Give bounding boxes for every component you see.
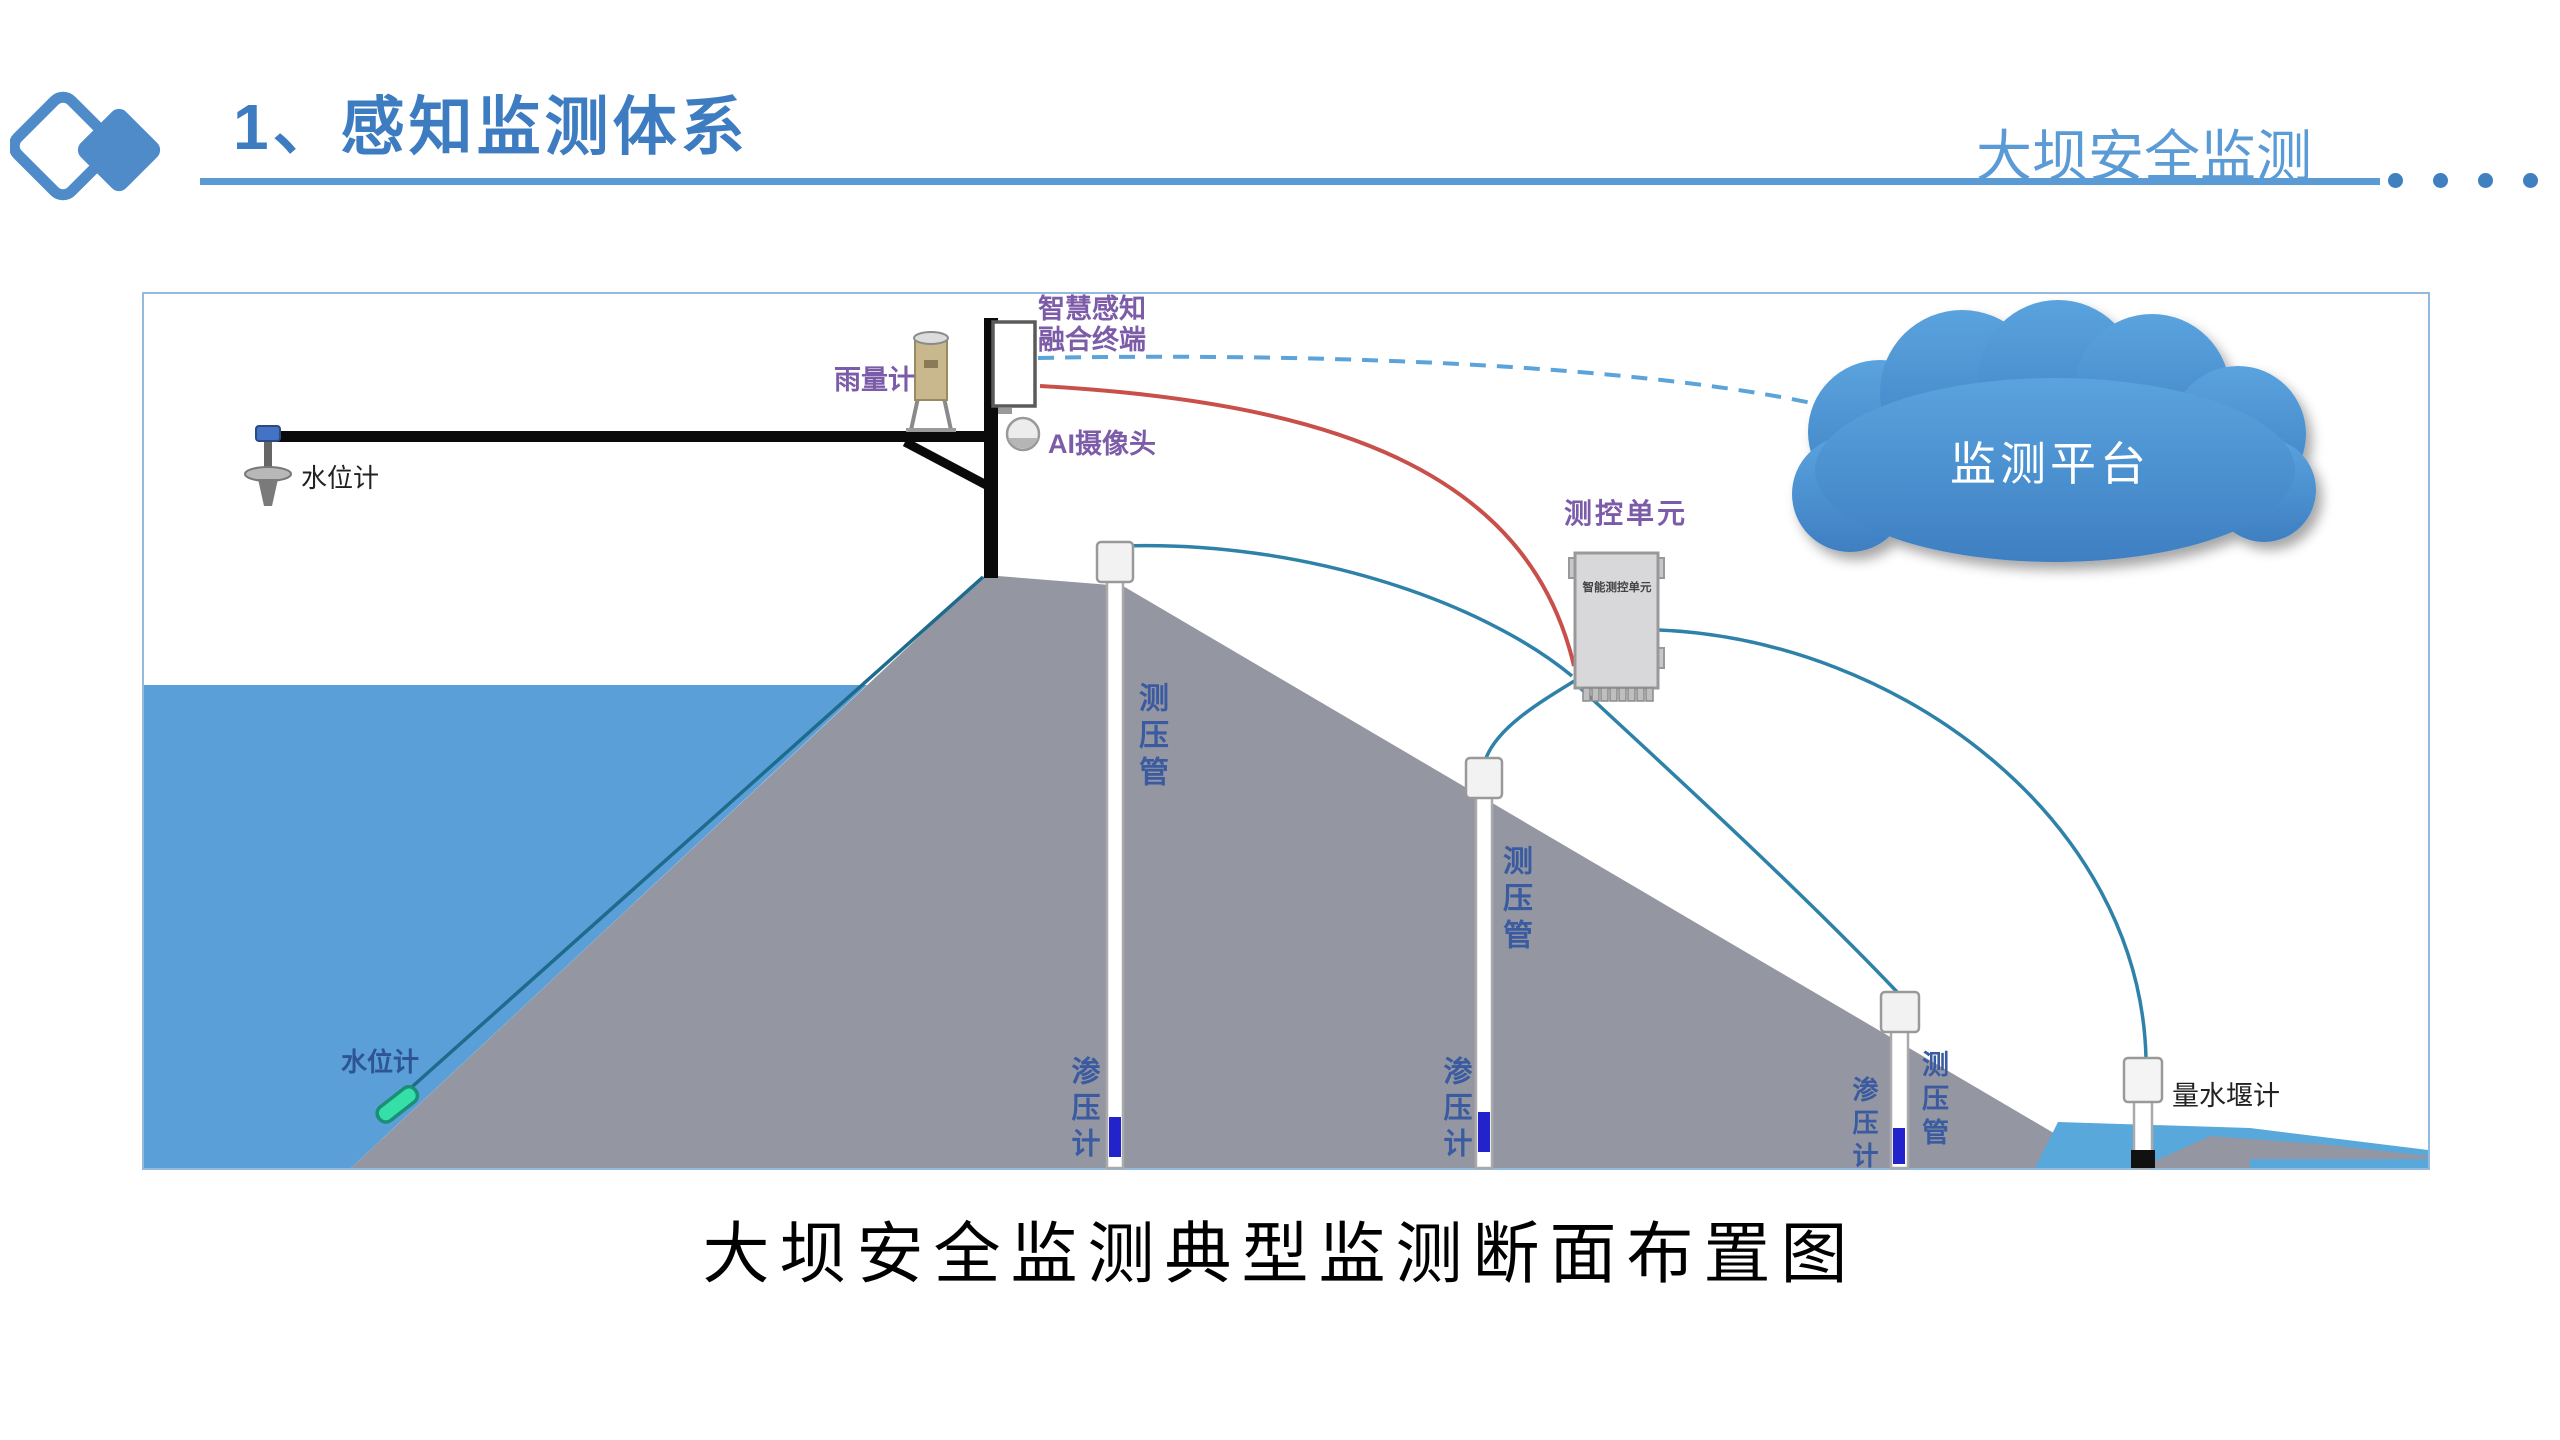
control-unit-label: 测控单元 <box>1564 498 1689 529</box>
wireless-link-dashed-cable <box>1037 354 1817 406</box>
dot-icon <box>2433 173 2448 188</box>
piezometer-tube-label: 测压管 <box>1134 682 1167 793</box>
slide-logo-icon <box>10 91 161 201</box>
ai-camera-icon <box>998 408 1041 452</box>
seepage-gauge-label: 渗压计 <box>1849 1076 1879 1175</box>
mast-brace <box>902 438 993 491</box>
diamond-outline-icon <box>10 91 118 201</box>
ai-camera-label: AI摄像头 <box>1048 429 1156 459</box>
header-underline <box>200 178 2380 185</box>
page-subtitle: 大坝安全监测 <box>1976 125 2312 188</box>
weir-gauge-label: 量水堰计 <box>2172 1081 2280 1111</box>
water-level-gauge-bottom-label: 水位计 <box>341 1047 420 1077</box>
rain-gauge-device <box>906 331 956 432</box>
pipe1-cable <box>1121 543 1574 678</box>
seepage-gauge-label: 渗压计 <box>1067 1056 1099 1164</box>
diamond-filled-icon <box>77 108 161 192</box>
dot-icon <box>2523 173 2538 188</box>
water-level-gauge-top-label: 水位计 <box>301 463 380 493</box>
pipe3-cable <box>1576 684 1901 996</box>
tailwater-strip <box>2250 1159 2428 1168</box>
smart-terminal-label: 智慧感知 融合终端 <box>1038 294 1146 356</box>
seepage-sensor <box>1478 1112 1490 1152</box>
pipe2-cable <box>1484 678 1577 759</box>
smart-terminal-label-line1: 智慧感知 <box>1038 294 1146 324</box>
smart-terminal-device <box>991 320 1037 408</box>
water-level-gauge-top-device <box>244 425 292 506</box>
piezometer-pipe <box>1879 990 1921 1170</box>
water-level-sensor-cable <box>402 575 985 1096</box>
piezometer-pipe <box>1464 756 1504 1170</box>
dam-body <box>351 575 2103 1168</box>
terminal-to-control-cable <box>1039 384 1576 667</box>
page-title: 1、感知监测体系 <box>233 91 749 163</box>
seepage-sensor <box>1109 1117 1121 1157</box>
seepage-gauge-label: 渗压计 <box>1439 1056 1471 1164</box>
piezometer-tube-label: 测压管 <box>1498 845 1531 956</box>
dot-icon <box>2478 173 2493 188</box>
seepage-sensor <box>1893 1128 1905 1164</box>
control-unit-device <box>1568 551 1665 702</box>
cloud-shape <box>1792 300 2316 562</box>
piezometer-pipe <box>1095 540 1135 1170</box>
dot-icon <box>2388 173 2403 188</box>
header-dots <box>2388 173 2538 188</box>
smart-terminal-label-line2: 融合终端 <box>1038 325 1146 355</box>
diagram-caption: 大坝安全监测典型监测断面布置图 <box>702 1217 1858 1292</box>
reservoir-water <box>144 685 867 1168</box>
weir-gauge-device <box>2122 1056 2164 1170</box>
piezometer-tube-label: 测压管 <box>1918 1050 1948 1152</box>
monitoring-platform-label: 监测平台 <box>1950 438 2150 490</box>
rain-gauge-label: 雨量计 <box>834 365 915 395</box>
dam-diagram <box>144 300 2428 1170</box>
control-unit-box-text: 智能测控单元 <box>1582 582 1652 594</box>
water-level-sensor-bottom-device <box>375 1085 420 1124</box>
mast-arm <box>272 431 998 442</box>
weir-cable <box>1658 628 2148 1059</box>
